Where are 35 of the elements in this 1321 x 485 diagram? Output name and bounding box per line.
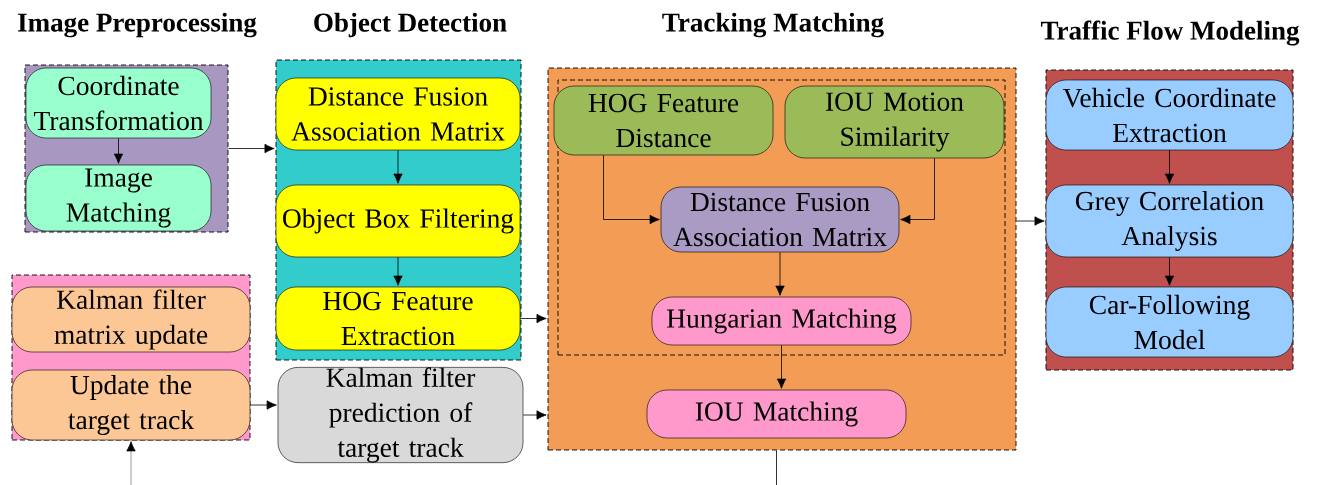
- process-box: IOU Motion Similarity: [784, 85, 1005, 159]
- dashed-group-box: [557, 79, 1006, 356]
- arrow: [603, 154, 660, 225]
- arrow: [249, 400, 277, 410]
- process-box: Distance Fusion Association Matrix: [275, 77, 521, 151]
- arrow: [900, 157, 935, 225]
- process-box: Car-Following Model: [1045, 286, 1294, 358]
- arrow: [522, 410, 547, 420]
- process-box: Kalman filter matrix update: [11, 286, 251, 353]
- process-box: HOG Feature Distance: [553, 85, 774, 156]
- arrow: [775, 251, 785, 296]
- process-box: Image Matching: [25, 164, 212, 232]
- arrow: [519, 313, 547, 324]
- arrow: [1164, 256, 1175, 286]
- process-box: Coordinate Transformation: [25, 67, 212, 139]
- arrow: [1164, 149, 1175, 184]
- arrow: [776, 344, 787, 389]
- group-heading: Traffic Flow Modeling: [1040, 20, 1300, 46]
- group-heading: Image Preprocessing: [18, 12, 257, 38]
- group-heading: Object Detection: [314, 12, 507, 38]
- process-box: HOG Feature Extraction: [275, 286, 521, 351]
- arrow: [1016, 216, 1045, 226]
- process-box: Hungarian Matching: [651, 296, 912, 346]
- process-box: IOU Matching: [646, 389, 907, 439]
- arrow: [393, 149, 403, 184]
- process-box: Kalman filter prediction of target track: [277, 367, 524, 463]
- process-box: Update the target track: [11, 369, 251, 441]
- arrow: [113, 137, 124, 164]
- group-heading: Tracking Matching: [662, 12, 884, 38]
- process-box: Object Box Filtering: [275, 184, 521, 258]
- process-box: Distance Fusion Association Matrix: [660, 186, 900, 253]
- arrow: [228, 143, 275, 154]
- arrow: [393, 256, 403, 286]
- process-box: Vehicle Coordinate Extraction: [1045, 79, 1294, 151]
- process-box: Grey Correlation Analysis: [1045, 184, 1294, 258]
